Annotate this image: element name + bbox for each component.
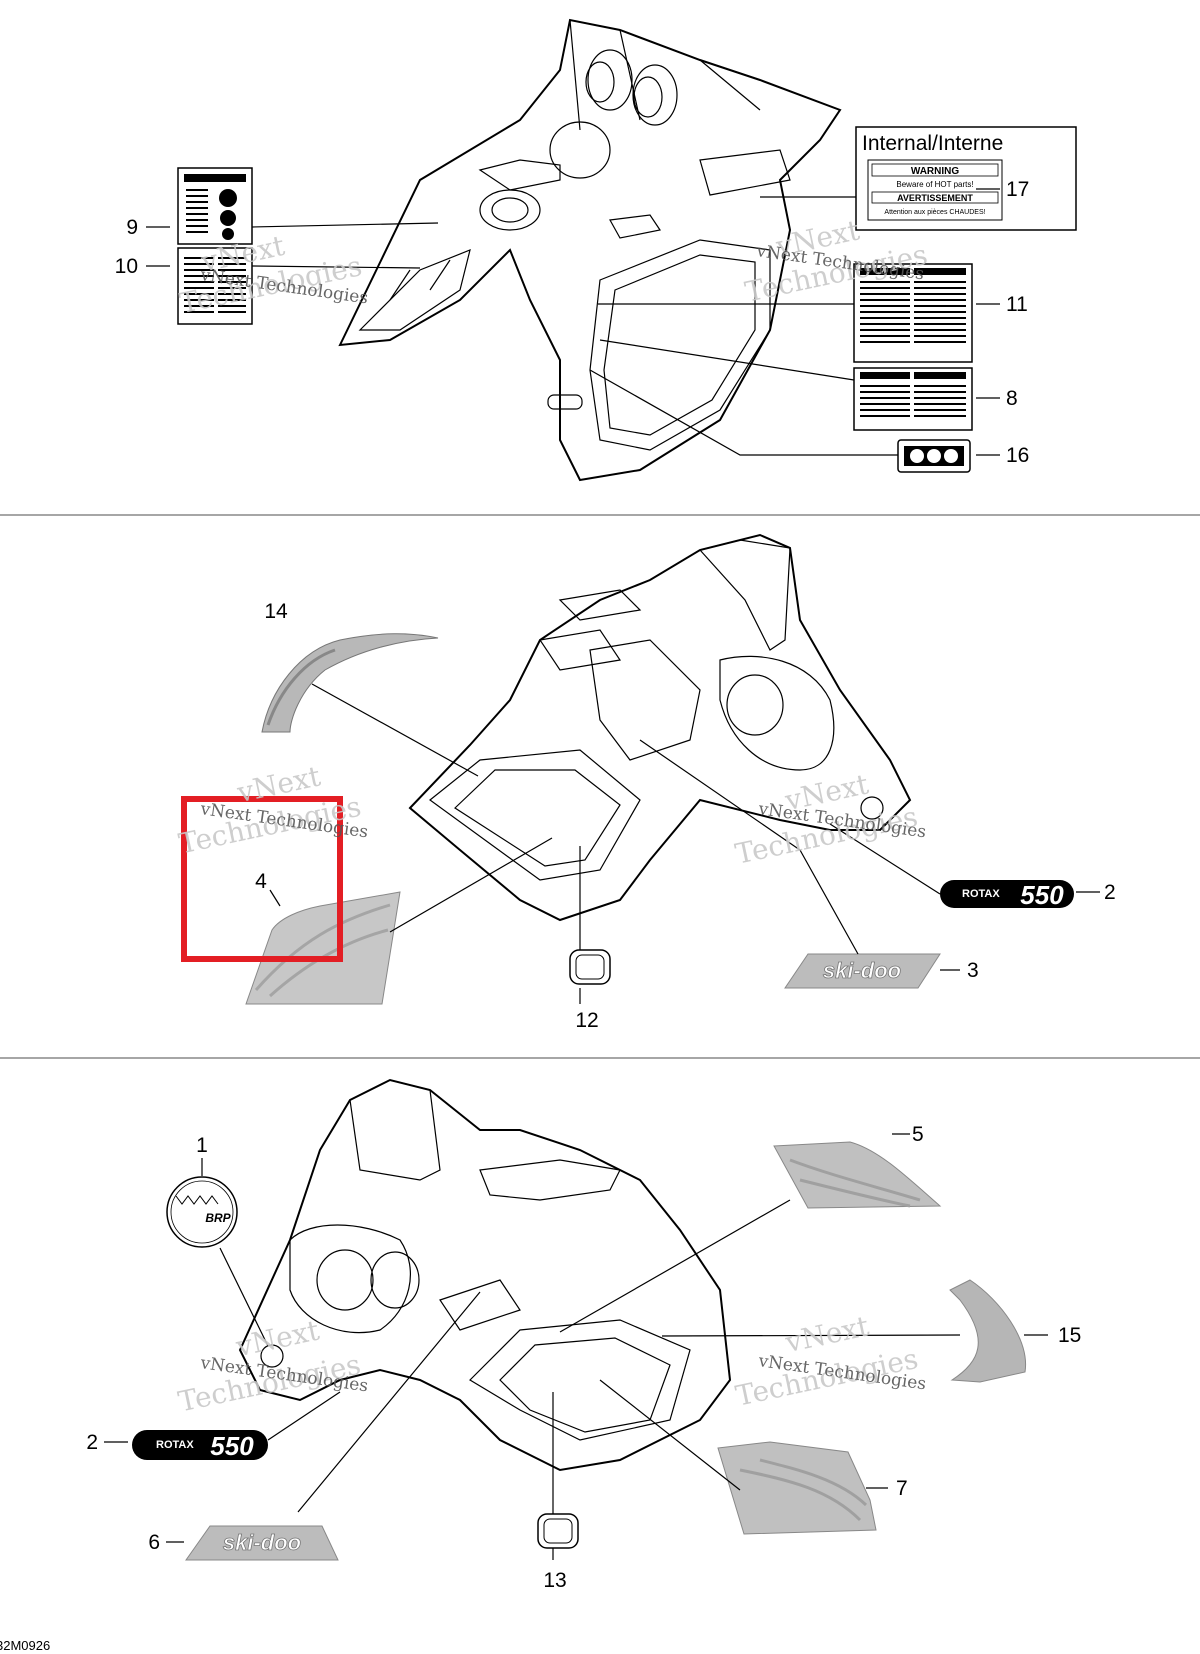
callout-2-mid: 2 <box>1104 881 1116 904</box>
callout-7: 7 <box>896 1477 908 1500</box>
decal-7 <box>717 1441 877 1535</box>
callout-6: 6 <box>148 1531 160 1554</box>
callout-14: 14 <box>264 600 288 623</box>
decal-brp-badge: BRP <box>166 1176 238 1248</box>
warning-text-2: Beware of HOT parts! <box>896 180 973 189</box>
callout-5: 5 <box>912 1123 924 1146</box>
warning-decal-8 <box>853 367 973 431</box>
footer-code: 32M0926 <box>0 1638 50 1653</box>
internal-label-text: Internal/Interne <box>862 132 1003 155</box>
callout-11: 11 <box>1006 293 1028 316</box>
decal-14 <box>261 633 439 733</box>
callout-1: 1 <box>196 1134 208 1157</box>
warning-decal-9 <box>177 167 253 245</box>
callout-10: 10 <box>115 255 138 278</box>
rotax-text-mid: ROTAX <box>962 888 1000 900</box>
warning-text-4: Attention aux pièces CHAUDES! <box>884 209 985 216</box>
rotax-text-bottom: ROTAX <box>156 1439 194 1451</box>
hood-side-view <box>408 533 912 922</box>
decal-rotax-550-mid: ROTAX 550 <box>940 880 1074 910</box>
callout-8: 8 <box>1006 387 1018 410</box>
brp-text: BRP <box>205 1211 231 1225</box>
hood-front-view <box>238 1078 732 1472</box>
bottom-panel: BRP ROTAX 550 ski-doo <box>86 1078 1081 1592</box>
warning-text-1: WARNING <box>911 166 960 177</box>
rotax-model-text-bottom: 550 <box>210 1431 254 1461</box>
skidoo-text-bottom: ski-doo <box>223 1530 301 1555</box>
internal-label-box: Internal/Interne WARNING Beware of HOT p… <box>855 126 1077 231</box>
decal-4 <box>245 891 401 1005</box>
callout-16: 16 <box>1006 444 1029 467</box>
decal-skidoo-mid: ski-doo <box>784 953 941 989</box>
hood-top-view <box>338 18 842 482</box>
callout-3: 3 <box>967 959 979 982</box>
skidoo-text-mid: ski-doo <box>823 958 901 983</box>
highlight-box <box>181 796 343 962</box>
decal-rotax-550-bottom: ROTAX 550 <box>132 1430 268 1461</box>
watermark-bottom-right-1: vNext <box>782 1309 873 1359</box>
decal-13 <box>537 1513 579 1549</box>
callout-4: 4 <box>255 870 267 893</box>
callout-2-bottom: 2 <box>86 1431 98 1454</box>
middle-panel: ROTAX 550 ski-doo 14 4 12 2 3 <box>181 533 1116 1032</box>
callout-9: 9 <box>126 216 138 239</box>
callout-15: 15 <box>1058 1324 1081 1347</box>
warning-decal-10 <box>177 247 253 325</box>
rotax-model-text-mid: 550 <box>1020 880 1064 910</box>
callout-17: 17 <box>1006 178 1029 201</box>
decal-12 <box>569 949 611 985</box>
warning-decal-11 <box>853 263 973 363</box>
callout-12: 12 <box>575 1009 598 1032</box>
callout-13: 13 <box>543 1569 566 1592</box>
warning-text-3: AVERTISSEMENT <box>897 193 973 203</box>
warning-decal-16 <box>897 439 971 473</box>
top-panel: Internal/Interne WARNING Beware of HOT p… <box>115 18 1077 482</box>
decal-skidoo-bottom: ski-doo <box>185 1525 339 1561</box>
decal-5 <box>773 1141 942 1209</box>
decal-15 <box>949 1279 1027 1383</box>
